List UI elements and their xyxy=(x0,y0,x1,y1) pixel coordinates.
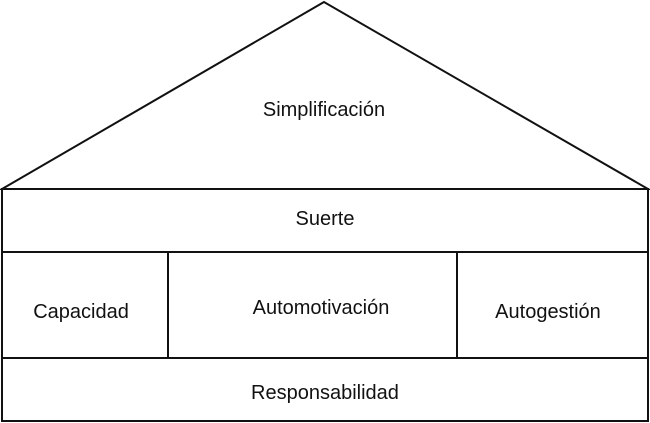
roof-label: Simplificación xyxy=(263,99,385,121)
pillar-label-autogestion: Autogestión xyxy=(495,301,601,323)
pillar-label-automotivacion: Automotivación xyxy=(253,297,390,319)
roof-shape xyxy=(0,0,650,190)
foundation-label: Responsabilidad xyxy=(251,382,399,404)
house-body xyxy=(1,188,649,422)
top-band-label: Suerte xyxy=(296,208,355,230)
pillar-label-capacidad: Capacidad xyxy=(33,301,129,323)
